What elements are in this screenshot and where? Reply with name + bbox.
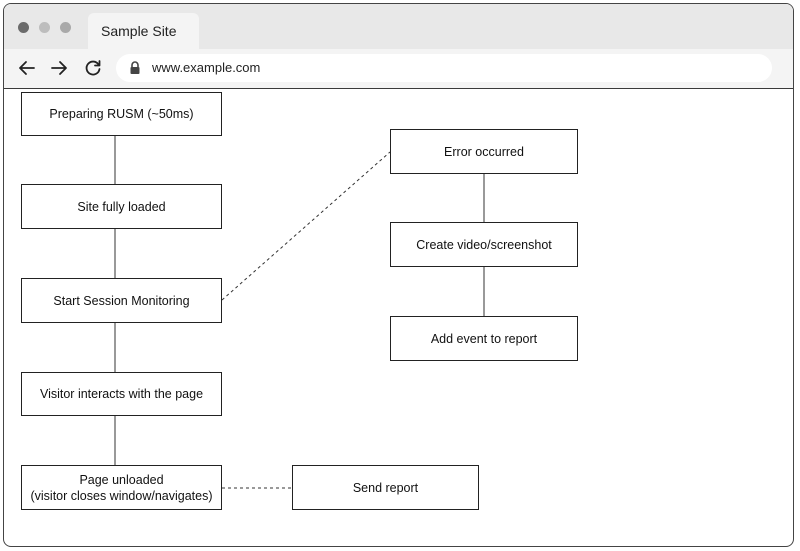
browser-window: Sample Site www.example.com: [3, 3, 794, 547]
node-label: Error occurred: [444, 144, 524, 159]
navigation-bar: www.example.com: [4, 49, 793, 89]
node-label: Start Session Monitoring: [53, 293, 190, 308]
forward-arrow-icon[interactable]: [48, 57, 70, 79]
node-start-monitoring: Start Session Monitoring: [21, 278, 222, 323]
close-window-button[interactable]: [18, 22, 29, 33]
node-add-event: Add event to report: [390, 316, 578, 361]
node-error-occurred: Error occurred: [390, 129, 578, 174]
node-page-unloaded: Page unloaded (visitor closes window/nav…: [21, 465, 222, 510]
node-label: Preparing RUSM (~50ms): [49, 107, 194, 121]
maximize-window-button[interactable]: [60, 22, 71, 33]
reload-icon[interactable]: [82, 57, 104, 79]
title-bar: Sample Site: [4, 4, 793, 49]
address-bar[interactable]: www.example.com: [116, 54, 772, 82]
node-send-report: Send report: [292, 465, 479, 510]
node-label: Create video/screenshot: [416, 237, 552, 252]
node-label: Visitor interacts with the page: [39, 387, 204, 401]
node-site-loaded: Site fully loaded: [21, 184, 222, 229]
node-label: Site fully loaded: [77, 199, 166, 214]
node-preparing: Preparing RUSM (~50ms): [21, 92, 222, 136]
browser-tab[interactable]: Sample Site: [88, 13, 199, 49]
minimize-window-button[interactable]: [39, 22, 50, 33]
node-create-video: Create video/screenshot: [390, 222, 578, 267]
url-text: www.example.com: [152, 60, 261, 75]
lock-icon: [128, 60, 142, 76]
node-label-line2: (visitor closes window/navigates): [30, 488, 213, 503]
node-visitor-interacts: Visitor interacts with the page: [21, 372, 222, 416]
tab-title: Sample Site: [101, 23, 177, 39]
back-arrow-icon[interactable]: [16, 57, 38, 79]
node-label: Add event to report: [430, 331, 538, 346]
node-label: Send report: [352, 480, 419, 495]
node-label-line1: Page unloaded: [79, 472, 164, 487]
